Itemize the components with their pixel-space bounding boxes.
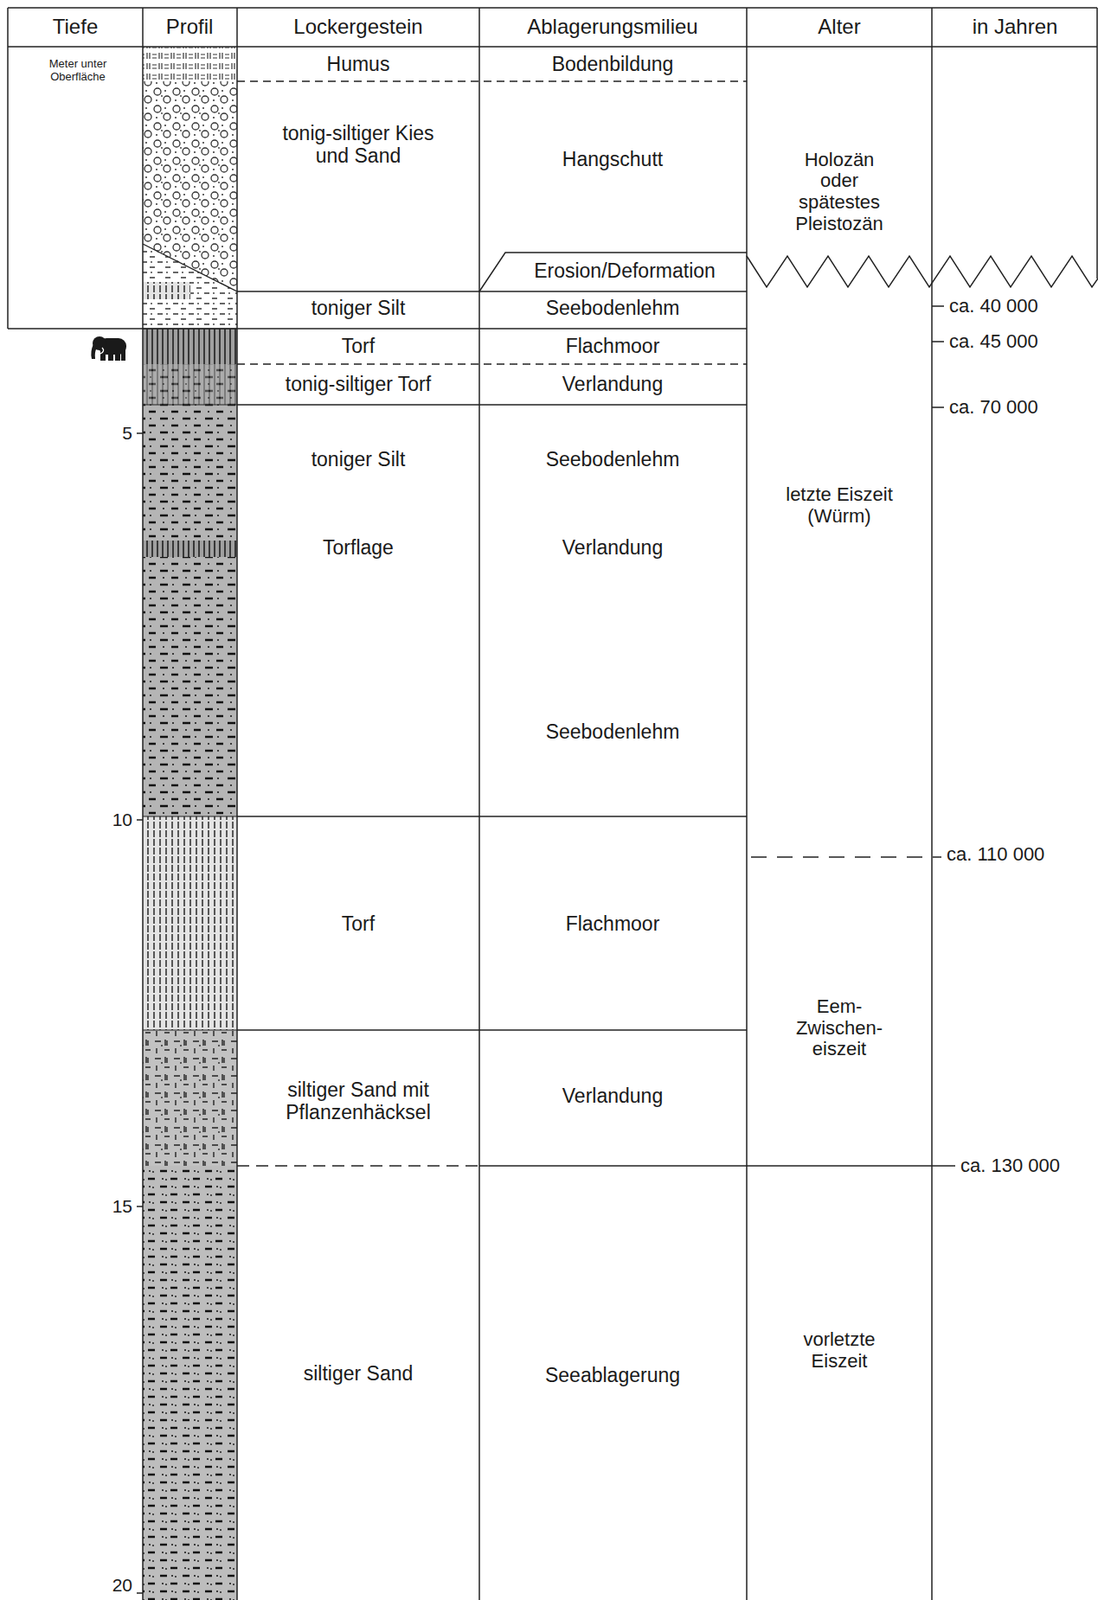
mammoth-icon — [115, 350, 121, 361]
table-grid — [7, 327, 747, 330]
table-grid — [141, 7, 144, 47]
age-label: Holozän oder spätestes Pleistozän — [783, 149, 896, 236]
environment-label: Seebodenlehm — [545, 721, 681, 745]
erosion-zigzag — [746, 256, 1098, 288]
column-header: in Jahren — [972, 15, 1059, 39]
environment-label: Verlandung — [562, 373, 663, 397]
profile-column — [142, 328, 238, 405]
profile-column — [142, 46, 238, 1600]
sediment-label: siltiger Sand — [303, 1363, 414, 1387]
table-grid — [237, 815, 747, 818]
unit-note: Meter unter Oberfläche — [36, 57, 120, 84]
profile-column — [142, 364, 238, 405]
column-header: Alter — [817, 15, 861, 39]
depth-ticks — [136, 433, 143, 1594]
table-grid — [237, 1029, 747, 1032]
sediment-label: Torf — [341, 335, 375, 359]
table-grid — [237, 363, 747, 366]
table-grid — [237, 290, 747, 293]
column-header: Ablagerungsmilieu — [526, 15, 698, 39]
year-label: ca. 110 000 — [946, 844, 1045, 867]
table-grid — [237, 1165, 480, 1168]
sediment-label: Torf — [341, 913, 375, 937]
table-grid — [236, 7, 238, 47]
age-label: Eem- Zwischen- eiszeit — [783, 996, 896, 1061]
environment-label: Flachmoor — [565, 913, 661, 937]
table-grid — [479, 7, 932, 1600]
profile-column — [142, 404, 238, 817]
sediment-label: toniger Silt — [311, 297, 406, 321]
table-grid — [479, 1165, 956, 1168]
sediment-label: tonig-siltiger Torf — [285, 373, 431, 397]
year-label: ca. 130 000 — [960, 1155, 1060, 1178]
column-header: Tiefe — [52, 15, 98, 39]
depth-number: 5 — [122, 423, 133, 444]
profile-column — [142, 46, 238, 1600]
profile-column — [142, 540, 238, 558]
environment-label: Verlandung — [562, 537, 663, 560]
table-grid — [931, 306, 944, 408]
depth-number: 10 — [112, 809, 133, 831]
profile-column — [142, 328, 238, 1031]
sediment-label: tonig-siltiger Kies und Sand — [276, 122, 441, 168]
mammoth-icon — [108, 350, 114, 361]
sediment-label: Torflage — [322, 537, 394, 560]
table-grid — [237, 404, 747, 406]
table-grid — [7, 7, 1098, 329]
table-grid — [751, 856, 942, 859]
profile-column — [142, 816, 238, 1031]
sediment-label: Humus — [327, 53, 391, 77]
table-grid — [479, 252, 747, 292]
environment-label: Seebodenlehm — [545, 449, 681, 472]
profile-column — [142, 244, 238, 292]
environment-label: Bodenbildung — [552, 53, 675, 77]
mammoth-icon — [90, 344, 97, 360]
environment-label: Seebodenlehm — [545, 297, 681, 321]
age-label: letzte Eiszeit (Würm) — [783, 484, 896, 527]
profile-column — [142, 244, 238, 329]
mammoth-icon — [90, 336, 127, 361]
profile-column — [142, 1166, 238, 1600]
column-header: Lockergestein — [293, 15, 423, 39]
erosion-zigzag — [746, 256, 1098, 288]
mammoth-icon — [100, 347, 104, 354]
environment-label: Seeablagerung — [545, 1365, 681, 1388]
table-grid — [237, 80, 747, 83]
year-label: ca. 70 000 — [949, 397, 1039, 419]
depth-number: 15 — [112, 1196, 133, 1218]
profile-column — [142, 46, 238, 82]
profile-column — [142, 282, 191, 300]
profile-column — [142, 1030, 238, 1167]
depth-number: 20 — [112, 1575, 133, 1597]
environment-label: Hangschutt — [562, 148, 663, 172]
mammoth-icon — [121, 348, 126, 361]
table-grid — [7, 7, 1098, 47]
year-label: ca. 40 000 — [949, 295, 1039, 318]
sediment-label: siltiger Sand mit Pflanzenhäcksel — [254, 1079, 463, 1125]
environment-label: Verlandung — [562, 1085, 663, 1109]
sediment-label: toniger Silt — [311, 449, 406, 472]
column-header: Profil — [166, 15, 214, 39]
table-grid — [7, 7, 1098, 1600]
environment-label: Flachmoor — [565, 335, 661, 359]
environment-label: Erosion/Deformation — [533, 260, 716, 283]
depth-ticks — [136, 433, 143, 1594]
age-label: vorletzte Eiszeit — [783, 1329, 896, 1373]
year-label: ca. 45 000 — [949, 331, 1039, 354]
